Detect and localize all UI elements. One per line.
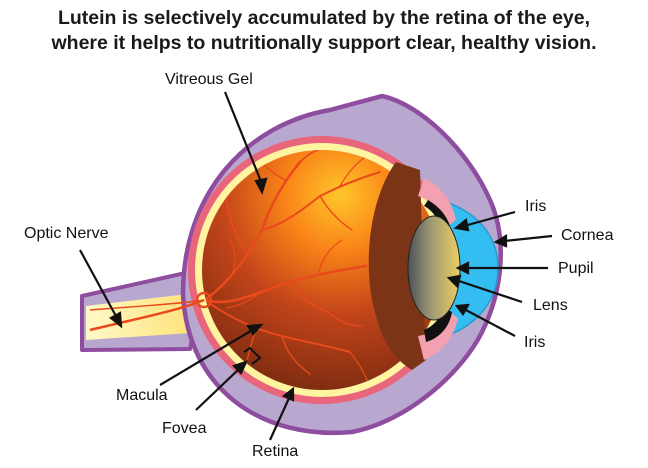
- iris-upper: [418, 178, 456, 226]
- label-lens: Lens: [533, 297, 568, 314]
- label-iris-bottom: Iris: [524, 334, 546, 351]
- label-optic-nerve: Optic Nerve: [24, 225, 109, 242]
- optic-disc: [89, 291, 213, 332]
- lens-shadow: [368, 162, 426, 370]
- fovea-marker: [243, 346, 262, 365]
- label-iris-top: Iris: [525, 198, 547, 215]
- label-fovea: Fovea: [162, 420, 207, 437]
- leader-lines: [79, 91, 553, 441]
- iris-lower-dark: [424, 308, 452, 342]
- label-retina: Retina: [252, 443, 299, 460]
- title-line-2: where it helps to nutritionally support …: [51, 32, 597, 54]
- label-macula: Macula: [116, 387, 168, 404]
- label-pupil: Pupil: [558, 260, 594, 277]
- label-vitreous-gel: Vitreous Gel: [165, 71, 253, 88]
- diagram-title: Lutein is selectively accumulated by the…: [0, 6, 648, 56]
- lens-shape: [407, 215, 461, 321]
- title-line-1: Lutein is selectively accumulated by the…: [57, 7, 591, 29]
- blood-vessels: [203, 150, 381, 383]
- label-cornea: Cornea: [561, 227, 614, 244]
